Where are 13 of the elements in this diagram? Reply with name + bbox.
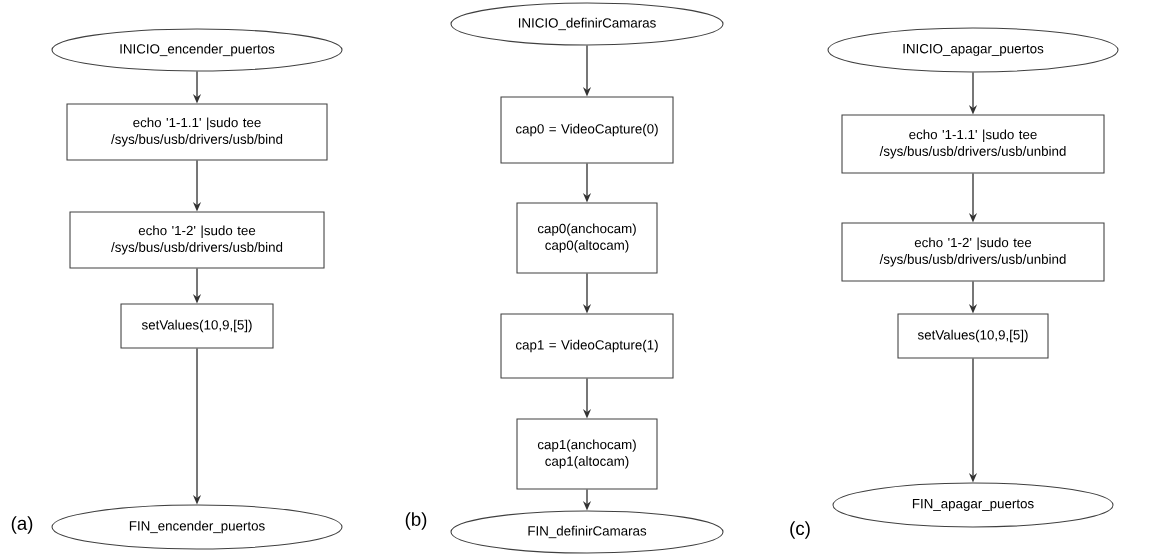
panel-label: (a): [11, 516, 33, 534]
process-box: setValues(10,9,[5]): [120, 303, 274, 349]
process-box: echo '1-1.1' |sudo tee /sys/bus/usb/drivers/usb/bind: [66, 103, 328, 161]
process-box: setValues(10,9,[5]): [897, 313, 1049, 359]
process-box: echo '1-2' |sudo tee /sys/bus/usb/drivers/usb/unbind: [841, 222, 1105, 282]
panel-label: (c): [790, 521, 810, 539]
process-box: cap1 = VideoCapture(1): [500, 313, 674, 379]
panel-label: (b): [405, 512, 427, 530]
process-box: cap0 = VideoCapture(0): [500, 96, 674, 164]
process-box: cap0(anchocam) cap0(altocam): [516, 202, 658, 274]
process-box: echo '1-2' |sudo tee /sys/bus/usb/drivers/usb/bind: [69, 211, 325, 269]
process-box: echo '1-1.1' |sudo tee /sys/bus/usb/drivers/usb/unbind: [841, 114, 1105, 174]
process-box: cap1(anchocam) cap1(altocam): [516, 418, 658, 490]
